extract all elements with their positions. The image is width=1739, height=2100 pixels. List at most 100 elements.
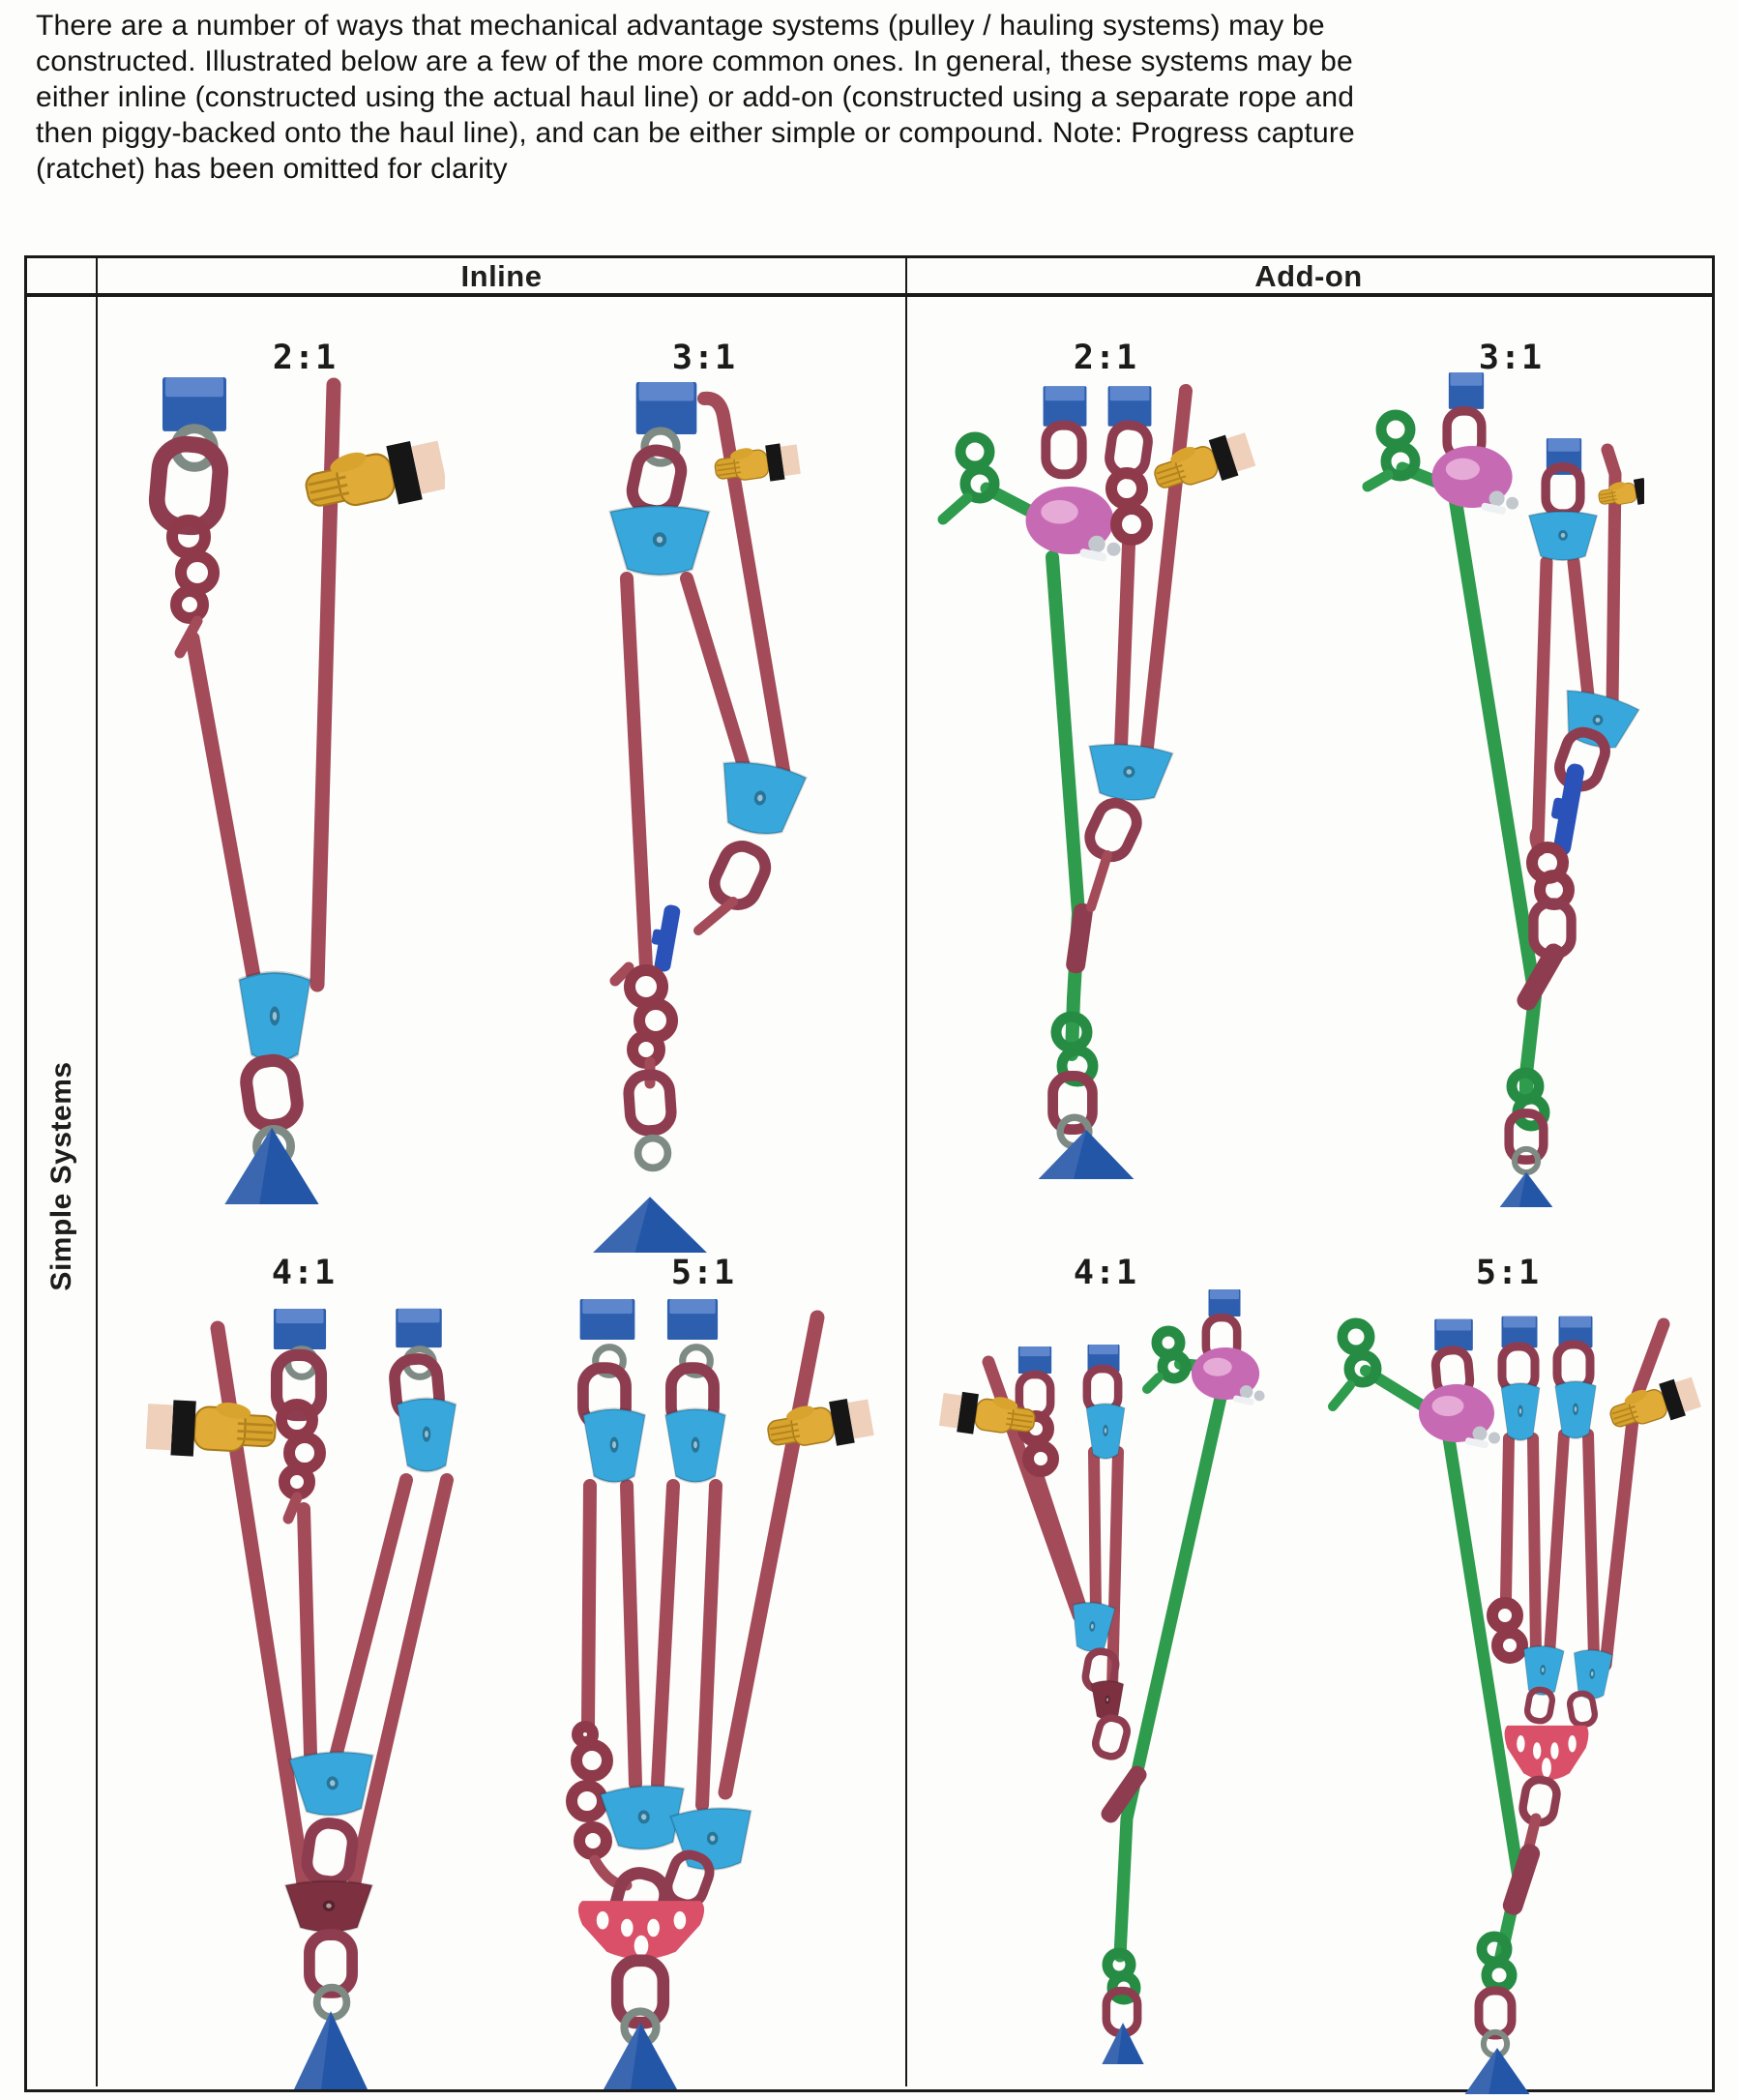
anchor-icon [396, 1308, 442, 1348]
gloved-hand-icon [144, 1395, 279, 1463]
diagram-inline-5-1 [566, 1298, 876, 2089]
red-haul-strand [1601, 443, 1622, 713]
rope-link [1086, 850, 1112, 912]
travelling-pulley-icon [1083, 740, 1174, 805]
maroon-pulley-icon [284, 1879, 373, 1934]
ropes [620, 391, 792, 974]
travelling-pulley-icon [668, 1804, 756, 1874]
rope-strand [680, 572, 755, 788]
gloved-hand-icon [1605, 1371, 1702, 1439]
column-header-addon: Add-on [1254, 259, 1363, 293]
rope-strand [620, 1479, 642, 1790]
diagram-addon-4-1 [937, 1288, 1265, 2064]
intro-paragraph: There are a number of ways that mechanic… [36, 8, 1728, 187]
ratio-label: 4:1 [271, 1254, 337, 1292]
intro-line: There are a number of ways that mechanic… [36, 10, 1325, 42]
green-main-line [1046, 550, 1085, 1061]
green-figure8-knot-icon [1362, 409, 1421, 492]
maroon-pulley-icon [1090, 1679, 1125, 1721]
figure8-knot-icon [609, 961, 678, 1089]
green-knot-icon [1102, 1947, 1141, 2005]
carabiner-icon [244, 1058, 300, 1129]
anchor-icon [579, 1298, 635, 1341]
green-main-line [1449, 494, 1542, 1100]
rigging-plate-icon [1504, 1725, 1589, 1781]
red-strand [1114, 538, 1135, 754]
gloved-hand-icon [1148, 426, 1257, 501]
red-strand [1544, 1429, 1570, 1660]
red-strand [1582, 1429, 1600, 1664]
pulley-icon [1085, 1403, 1126, 1460]
diagram-inline-3-1 [593, 382, 809, 1253]
diagram-addon-3-1 [1362, 372, 1644, 1207]
rope-strand [347, 1473, 454, 1891]
anchor-icon [1448, 372, 1485, 409]
anchor-icon [162, 377, 226, 431]
red-strand [1527, 1433, 1542, 1660]
red-strand [1106, 1446, 1124, 1696]
anchor-icon [1107, 386, 1152, 427]
carabiner-icon [708, 841, 771, 911]
diagram-inline-4-1 [144, 1308, 457, 2089]
pulley-icon [237, 970, 312, 1064]
load-icon [294, 2011, 368, 2089]
gloved-hand-icon [299, 431, 445, 524]
pulley-icon [1553, 1380, 1598, 1439]
red-figure8-knot-icon [1105, 467, 1153, 546]
carabiner-icon [629, 447, 685, 515]
ratio-label: 2:1 [272, 339, 338, 377]
rope-link [693, 897, 738, 935]
anchor-icon [273, 1308, 327, 1350]
pulley-icon [396, 1397, 457, 1473]
ratio-label: 5:1 [670, 1254, 736, 1292]
green-figure8-knot-icon [1328, 1317, 1382, 1411]
red-strand [1567, 555, 1596, 711]
ratio-label: 2:1 [1073, 339, 1138, 377]
red-strand [1500, 1433, 1515, 1604]
red-strand [1032, 1472, 1090, 1622]
rope-strand [297, 1502, 317, 1760]
ropes [581, 1310, 825, 1812]
travelling-pulley-icon [711, 755, 809, 842]
rope-strand [620, 572, 653, 974]
pulley-icon [663, 1407, 727, 1484]
pulley-icon [1500, 1382, 1541, 1441]
rope-strand [695, 1479, 722, 1812]
anchor-icon [1017, 1346, 1052, 1375]
pulley-icon [608, 504, 711, 577]
ring-icon [638, 1139, 668, 1168]
green-figure8-knot-icon [1142, 1325, 1192, 1394]
ratio-label: 5:1 [1475, 1254, 1541, 1292]
intro-line: then piggy-backed onto the haul line), a… [36, 117, 1355, 149]
pink-pulley-icon [1025, 487, 1121, 563]
carabiner-icon [663, 1850, 714, 1908]
figure8-knot-icon [276, 1399, 326, 1524]
red-rope-grab-icon [1065, 902, 1094, 975]
intro-line: (ratchet) has been omitted for clarity [36, 153, 508, 185]
red-knot-icon [1487, 1597, 1528, 1664]
carabiner-icon [1479, 1991, 1512, 2035]
row-label-divider [96, 255, 98, 2086]
rope-strand [329, 1473, 413, 1763]
pulley-icon [581, 1407, 647, 1484]
carabiner-icon [1084, 797, 1142, 862]
rigging-plate-icon [577, 1901, 705, 1960]
load-icon [1038, 1129, 1135, 1179]
rope-haul-strand [718, 1310, 825, 1800]
anchor-icon [1208, 1288, 1241, 1317]
gloved-hand-icon [763, 1392, 876, 1459]
pulley-icon [1527, 510, 1599, 562]
column-header-inline: Inline [460, 259, 543, 293]
carabiner-icon [305, 1820, 355, 1883]
anchor-icon [666, 1298, 719, 1341]
table-frame [24, 255, 1715, 2092]
load-icon [604, 2022, 677, 2089]
intro-line: either inline (constructed using the act… [36, 81, 1355, 113]
ratio-label: 4:1 [1073, 1254, 1138, 1292]
ratio-label: 3:1 [1478, 339, 1544, 377]
rope-strand [581, 1479, 597, 1732]
knot-cluster-icon [566, 1721, 633, 1891]
carabiner-icon [1046, 426, 1081, 475]
red-rope-grab-icon [1500, 1841, 1543, 1918]
